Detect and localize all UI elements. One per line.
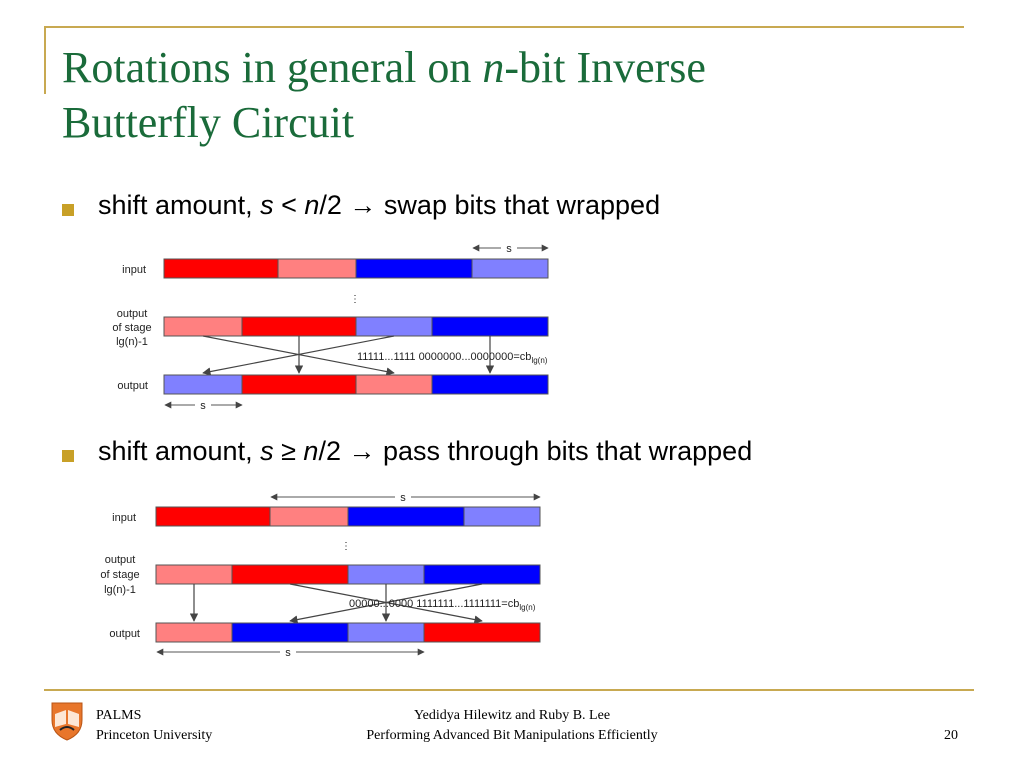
footer-authors: Yedidya Hilewitz and Ruby B. Lee <box>413 708 611 723</box>
vertical-ellipsis-2: ⋮ <box>341 541 351 552</box>
cb-label-2: 00000...0000 1111111...1111111=cblg(n) <box>349 598 536 612</box>
segment-red <box>231 564 349 585</box>
stage-bar-1 <box>163 316 549 337</box>
bullet-text-2: shift amount, s ≥ n/2 → pass through bit… <box>98 436 752 467</box>
output-label-1: output <box>117 380 148 392</box>
footer-org-line1: PALMS <box>96 708 142 723</box>
segment-red <box>241 374 357 395</box>
segment-blue <box>347 506 465 527</box>
segment-blue <box>423 564 541 585</box>
segment-blue <box>355 258 473 279</box>
segment-light-blue <box>355 316 433 337</box>
bullet1-n: n <box>304 190 320 220</box>
page-number: 20 <box>944 728 958 743</box>
diagram-swap: s input ⋮ output of stage lg(n)-1 11111.… <box>112 242 549 412</box>
cb-subscript-1: lg(n) <box>531 356 547 365</box>
segment-pink <box>355 374 433 395</box>
segment-pink <box>155 622 233 643</box>
segment-light-blue <box>471 258 549 279</box>
segment-red <box>423 622 541 643</box>
cb-text-1: 11111...1111 0000000...0000000=cb <box>357 351 531 363</box>
segment-blue <box>431 316 549 337</box>
segment-light-blue <box>463 506 541 527</box>
bullet1-rest: /2 → swap bits that wrapped <box>319 190 661 220</box>
input-label-2: input <box>112 512 136 524</box>
footer-rule <box>44 689 974 691</box>
diagram-pass-through: s input ⋮ output of stage lg(n)-1 00000.… <box>100 491 541 659</box>
frame-left-rule <box>44 26 46 94</box>
frame-top-rule <box>44 26 964 28</box>
output-bar-2 <box>155 622 541 643</box>
segment-red <box>163 258 279 279</box>
segment-pink <box>155 564 233 585</box>
footer-org-line2: Princeton University <box>96 728 213 743</box>
s-label-bottom-2: s <box>285 647 291 659</box>
input-label-1: input <box>122 264 146 276</box>
output-stage-label-1b: of stage <box>112 322 151 334</box>
s-label-top-2: s <box>400 492 406 504</box>
segment-blue <box>431 374 549 395</box>
segment-pink <box>269 506 349 527</box>
s-label-bottom-1: s <box>200 400 206 412</box>
segment-light-blue <box>347 622 425 643</box>
segment-red <box>155 506 271 527</box>
vertical-ellipsis-1: ⋮ <box>350 294 360 305</box>
output-label-2: output <box>109 628 140 640</box>
title-italic-n: n <box>482 43 505 92</box>
square-bullet-icon <box>62 450 74 462</box>
square-bullet-icon <box>62 204 74 216</box>
input-bar-2 <box>155 506 541 527</box>
bullet2-s: s <box>260 436 274 466</box>
segment-pink <box>163 316 243 337</box>
segment-red <box>241 316 357 337</box>
bullet2-rest: /2 → pass through bits that wrapped <box>318 436 753 466</box>
bullet2-prefix: shift amount, <box>98 436 261 466</box>
segment-blue <box>231 622 349 643</box>
bullet2-n: n <box>303 436 319 466</box>
output-bar-1 <box>163 374 549 395</box>
output-stage-label-1a: output <box>117 308 148 320</box>
bullet1-s: s <box>260 190 274 220</box>
title-part2: -bit Inverse <box>504 43 706 92</box>
cb-subscript-2: lg(n) <box>519 603 535 612</box>
segment-light-blue <box>347 564 425 585</box>
segment-pink <box>277 258 357 279</box>
routing-arrows-1 <box>202 335 495 376</box>
cb-label-1: 11111...1111 0000000...0000000=cblg(n) <box>357 351 548 365</box>
output-stage-label-1c: lg(n)-1 <box>116 336 148 348</box>
cb-text-2: 00000...0000 1111111...1111111=cb <box>349 598 519 610</box>
footer-paper-title: Performing Advanced Bit Manipulations Ef… <box>366 728 658 743</box>
routing-arrows-2 <box>189 583 483 624</box>
input-bar-1 <box>163 258 549 279</box>
s-label-top-1: s <box>506 243 512 255</box>
title-line2: Butterfly Circuit <box>62 98 355 147</box>
output-stage-label-2c: lg(n)-1 <box>104 584 136 596</box>
segment-light-blue <box>163 374 243 395</box>
bullet1-prefix: shift amount, <box>98 190 261 220</box>
output-stage-label-2b: of stage <box>100 569 139 581</box>
rotation-diagrams: s input ⋮ output of stage lg(n)-1 11111.… <box>100 242 549 659</box>
princeton-shield-icon <box>51 702 83 741</box>
bullet2-op: ≥ <box>273 436 304 466</box>
title-part1: Rotations in general on <box>62 43 483 92</box>
output-stage-label-2a: output <box>105 554 136 566</box>
bullet1-op: < <box>273 190 305 220</box>
stage-bar-2 <box>155 564 541 585</box>
bullet-text-1: shift amount, s < n/2 → swap bits that w… <box>98 190 660 221</box>
